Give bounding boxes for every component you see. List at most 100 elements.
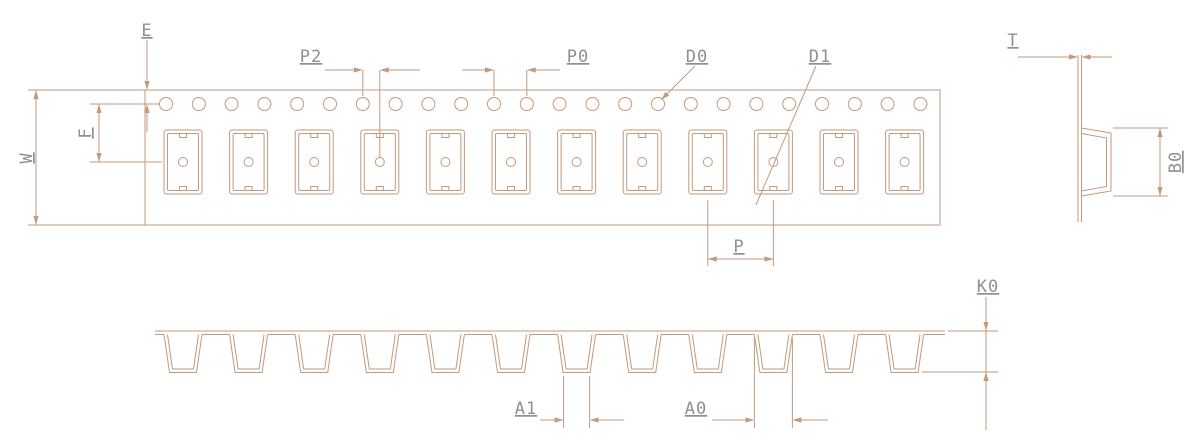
pocket-profile-outer [229,334,269,373]
pocket-bottom-notch [900,186,909,191]
sprocket-hole [257,97,272,111]
sprocket-hole [552,97,567,111]
sprocket-hole [519,97,534,111]
arrowhead [589,417,599,423]
pocket-outline [425,129,465,195]
arrowhead [353,67,363,73]
arrowhead [33,216,39,225]
pocket-center-hole [899,157,910,167]
sprocket-hole [454,97,469,111]
sprocket-hole [847,97,862,111]
pocket-center-hole [571,157,582,167]
pocket-bottom-notch [572,186,581,191]
arrowhead [96,153,102,162]
pocket-profile-outer [885,334,925,373]
pocket-profiles [163,334,925,373]
dim-d1: D1 [755,47,831,206]
pocket-inner-outline [823,133,855,191]
pocket-inner-outline [298,133,331,191]
pocket-top-notch [441,133,450,138]
pocket-outline [229,129,269,195]
arrowhead [764,256,774,262]
pocket-inner-outline [888,133,921,191]
pocket-bottom-notch [375,186,384,191]
dim-a0: A0 [685,338,828,428]
pocket-top-notch [900,133,909,138]
pocket-profile-inner [363,334,396,370]
pocket-profile-outer [753,334,793,373]
arrowhead [707,256,717,262]
dim-label-d1: D1 [809,47,831,67]
pocket-top-notch [310,133,319,138]
pocket-profile-inner [298,334,331,370]
dim-p2: P2 [300,47,420,157]
pocket-top-notch [507,133,515,138]
dim-k0: K0 [922,277,998,430]
pocket-bottom-notch [638,186,647,191]
sprocket-hole [782,97,797,111]
dim-b0: B0 [1113,127,1186,197]
pocket-center-hole [834,157,844,167]
pocket-center-hole [243,157,254,167]
sprocket-hole [355,97,370,111]
arrowhead [1081,54,1091,60]
pocket-profile-inner [888,334,921,370]
pocket-profile-outer [163,334,203,373]
pocket-outline [885,129,925,195]
pocket-outline [819,129,859,195]
pocket-profile-inner [823,334,855,370]
dim-f: F [76,103,162,163]
pocket-top-notch [703,133,712,138]
arrowhead [379,67,389,73]
dim-label-e: E [141,21,152,41]
pocket-inner-outline [691,133,724,191]
sprocket-hole [224,97,239,111]
sprocket-hole [913,97,928,111]
pocket-center-hole [768,157,779,167]
arrowhead [983,372,989,381]
tape-front-view [155,330,945,373]
dim-label-p2: P2 [300,47,322,67]
dim-p: P [707,200,774,266]
arrowhead [661,91,670,100]
arrowhead [485,67,494,73]
pocket-center-hole [506,157,516,167]
pocket-outline [753,129,793,195]
pocket-profile-inner [560,334,593,370]
tape-outline [144,89,941,226]
dim-label-t: T [1007,31,1018,51]
pocket-bottom-notch [179,186,187,191]
pocket-profile-outer [491,334,531,373]
pocket-inner-outline [626,133,659,191]
pocket-profile-outer [360,334,400,373]
pocket-inner-outline [757,133,790,191]
pocket-profile-outer [622,334,662,373]
sprocket-hole [388,97,403,111]
pocket-inner-outline [232,133,265,191]
arrowhead [792,417,802,423]
arrowhead [745,417,755,423]
pocket-top-notch [638,133,647,138]
pocket-inner-outline [429,133,462,191]
pocket-bottom-notch [835,186,843,191]
dim-e: E [141,21,152,132]
pocket-inner-outline [560,133,593,191]
dim-label-f: F [76,127,96,138]
pocket-center-hole [702,157,713,167]
arrowhead [1157,128,1163,137]
sprocket-hole [487,97,501,111]
pocket-profile-outer [688,334,728,373]
arrowhead [33,90,39,99]
tape-side-view [1077,55,1112,222]
dim-label-d0: D0 [686,47,708,67]
pocket-outline [294,129,334,195]
sprocket-hole [815,97,829,111]
sprocket-hole [618,97,633,111]
component-pockets [163,129,925,195]
pocket-outline [688,129,728,195]
dim-label-a1: A1 [515,399,537,419]
pocket-bottom-notch [244,186,253,191]
leader-line [755,65,817,206]
